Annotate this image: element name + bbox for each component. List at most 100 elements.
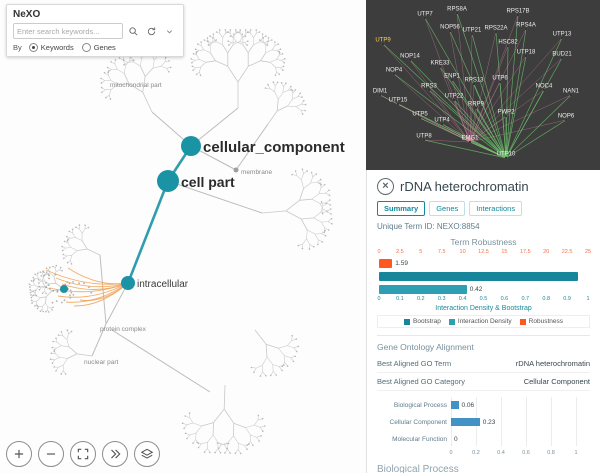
tree-label[interactable]: protein complex (100, 326, 147, 333)
reset-search-button[interactable] (144, 24, 159, 39)
gene-label[interactable]: UTP10 (497, 152, 516, 158)
close-detail-button[interactable]: × (377, 178, 394, 195)
zoom-in-button[interactable] (6, 441, 32, 467)
gene-label[interactable]: ENP1 (444, 74, 460, 80)
tree-leaf (53, 350, 55, 353)
gene-label[interactable]: UTP13 (553, 32, 572, 38)
gene-label[interactable]: RPS8A (447, 7, 467, 13)
gene-label[interactable]: NOP56 (440, 25, 460, 31)
gene-node[interactable] (455, 11, 459, 15)
tree-label[interactable]: mitochondrial part (110, 82, 162, 89)
gene-label[interactable]: UTP7 (417, 12, 433, 18)
gene-node[interactable] (408, 58, 412, 62)
tab-summary[interactable]: Summary (377, 201, 426, 216)
gene-node[interactable] (470, 32, 474, 36)
gene-node[interactable] (438, 65, 442, 69)
gene-node[interactable] (524, 54, 528, 58)
tree-node[interactable] (233, 167, 239, 173)
gene-node[interactable] (504, 114, 508, 118)
gene-label[interactable]: EMG1 (461, 136, 479, 142)
tree-label[interactable]: membrane (241, 169, 272, 176)
gene-node[interactable] (448, 29, 452, 33)
gene-node[interactable] (440, 122, 444, 126)
expand-all-button[interactable] (102, 441, 128, 467)
gene-label[interactable]: UTP21 (463, 28, 482, 34)
gene-label[interactable]: UTP8 (416, 134, 432, 140)
gene-label[interactable]: UTP5 (412, 112, 428, 118)
gene-node[interactable] (472, 82, 476, 86)
radio-option-keywords[interactable]: Keywords (28, 43, 74, 52)
gene-node[interactable] (560, 36, 564, 40)
gene-label[interactable]: RPS3 (421, 84, 437, 90)
gene-node[interactable] (569, 93, 573, 97)
gene-label[interactable]: HSC82 (498, 40, 518, 46)
gene-node[interactable] (498, 80, 502, 84)
gene-label[interactable]: NOP4 (386, 68, 403, 74)
gene-node[interactable] (422, 138, 426, 142)
search-button[interactable] (126, 24, 141, 39)
gene-label[interactable]: UTP9 (375, 38, 391, 44)
tree-leaf (319, 178, 322, 181)
collapse-search-button[interactable] (162, 24, 177, 39)
term-node[interactable] (60, 285, 68, 293)
radio-option-genes[interactable]: Genes (81, 43, 116, 52)
gene-label[interactable]: PWP2 (497, 110, 515, 116)
gene-node[interactable] (506, 44, 510, 48)
section-divider (377, 335, 590, 336)
tree-label[interactable]: intracellular (137, 279, 189, 290)
gene-label[interactable]: UTP15 (389, 98, 408, 104)
gene-node[interactable] (396, 102, 400, 106)
gene-label[interactable]: NOP14 (400, 54, 420, 60)
gene-label[interactable]: UTP4 (434, 118, 450, 124)
term-node[interactable] (121, 276, 135, 290)
gene-label[interactable]: RPS13 (464, 78, 484, 84)
gene-node[interactable] (392, 72, 396, 76)
gene-node[interactable] (378, 93, 382, 97)
gene-node[interactable] (423, 16, 427, 20)
gene-label[interactable]: UTP18 (517, 50, 536, 56)
gene-node[interactable] (474, 106, 478, 110)
gene-node[interactable] (524, 27, 528, 31)
tree-label[interactable]: cell part (181, 174, 235, 190)
fit-to-screen-button[interactable] (70, 441, 96, 467)
search-input[interactable] (13, 23, 123, 39)
gene-node[interactable] (452, 98, 456, 102)
gene-node[interactable] (427, 88, 431, 92)
gene-label[interactable]: DIM1 (373, 89, 388, 95)
gene-node[interactable] (504, 156, 508, 160)
gene-node[interactable] (494, 30, 498, 34)
gene-node[interactable] (516, 13, 520, 17)
gene-label[interactable]: UTP6 (492, 76, 508, 82)
gene-label[interactable]: NOC4 (536, 84, 553, 90)
tab-interactions[interactable]: Interactions (469, 201, 523, 216)
term-node[interactable] (181, 136, 201, 156)
tree-label[interactable]: nuclear part (84, 359, 119, 366)
gene-node[interactable] (450, 78, 454, 82)
gene-label[interactable]: RPS4A (516, 23, 536, 29)
tree-leaf (271, 39, 273, 41)
gene-label[interactable]: KRE33 (430, 61, 450, 67)
gene-node[interactable] (564, 118, 568, 122)
gene-label[interactable]: RPS22A (484, 26, 507, 32)
tab-genes[interactable]: Genes (429, 201, 466, 216)
tree-label[interactable]: cellular_component (203, 139, 345, 156)
term-node[interactable] (157, 170, 179, 192)
gene-label[interactable]: NAN1 (563, 89, 580, 95)
gene-node[interactable] (542, 88, 546, 92)
gene-label[interactable]: NOP6 (558, 114, 575, 120)
ontology-tree-canvas[interactable]: mitochondrial part cellular_componentcell… (0, 0, 366, 473)
zoom-out-button[interactable] (38, 441, 64, 467)
gene-node[interactable] (418, 116, 422, 120)
layers-button[interactable] (134, 441, 160, 467)
gene-node[interactable] (468, 140, 472, 144)
gene-node[interactable] (560, 56, 564, 60)
gene-node[interactable] (381, 42, 385, 46)
gene-label[interactable]: RRP9 (468, 102, 485, 108)
gene-label[interactable]: BUD21 (552, 52, 572, 58)
gene-label[interactable]: RPS17B (506, 9, 529, 15)
tree-branch (300, 218, 308, 231)
gene-label[interactable]: UTP22 (445, 94, 464, 100)
